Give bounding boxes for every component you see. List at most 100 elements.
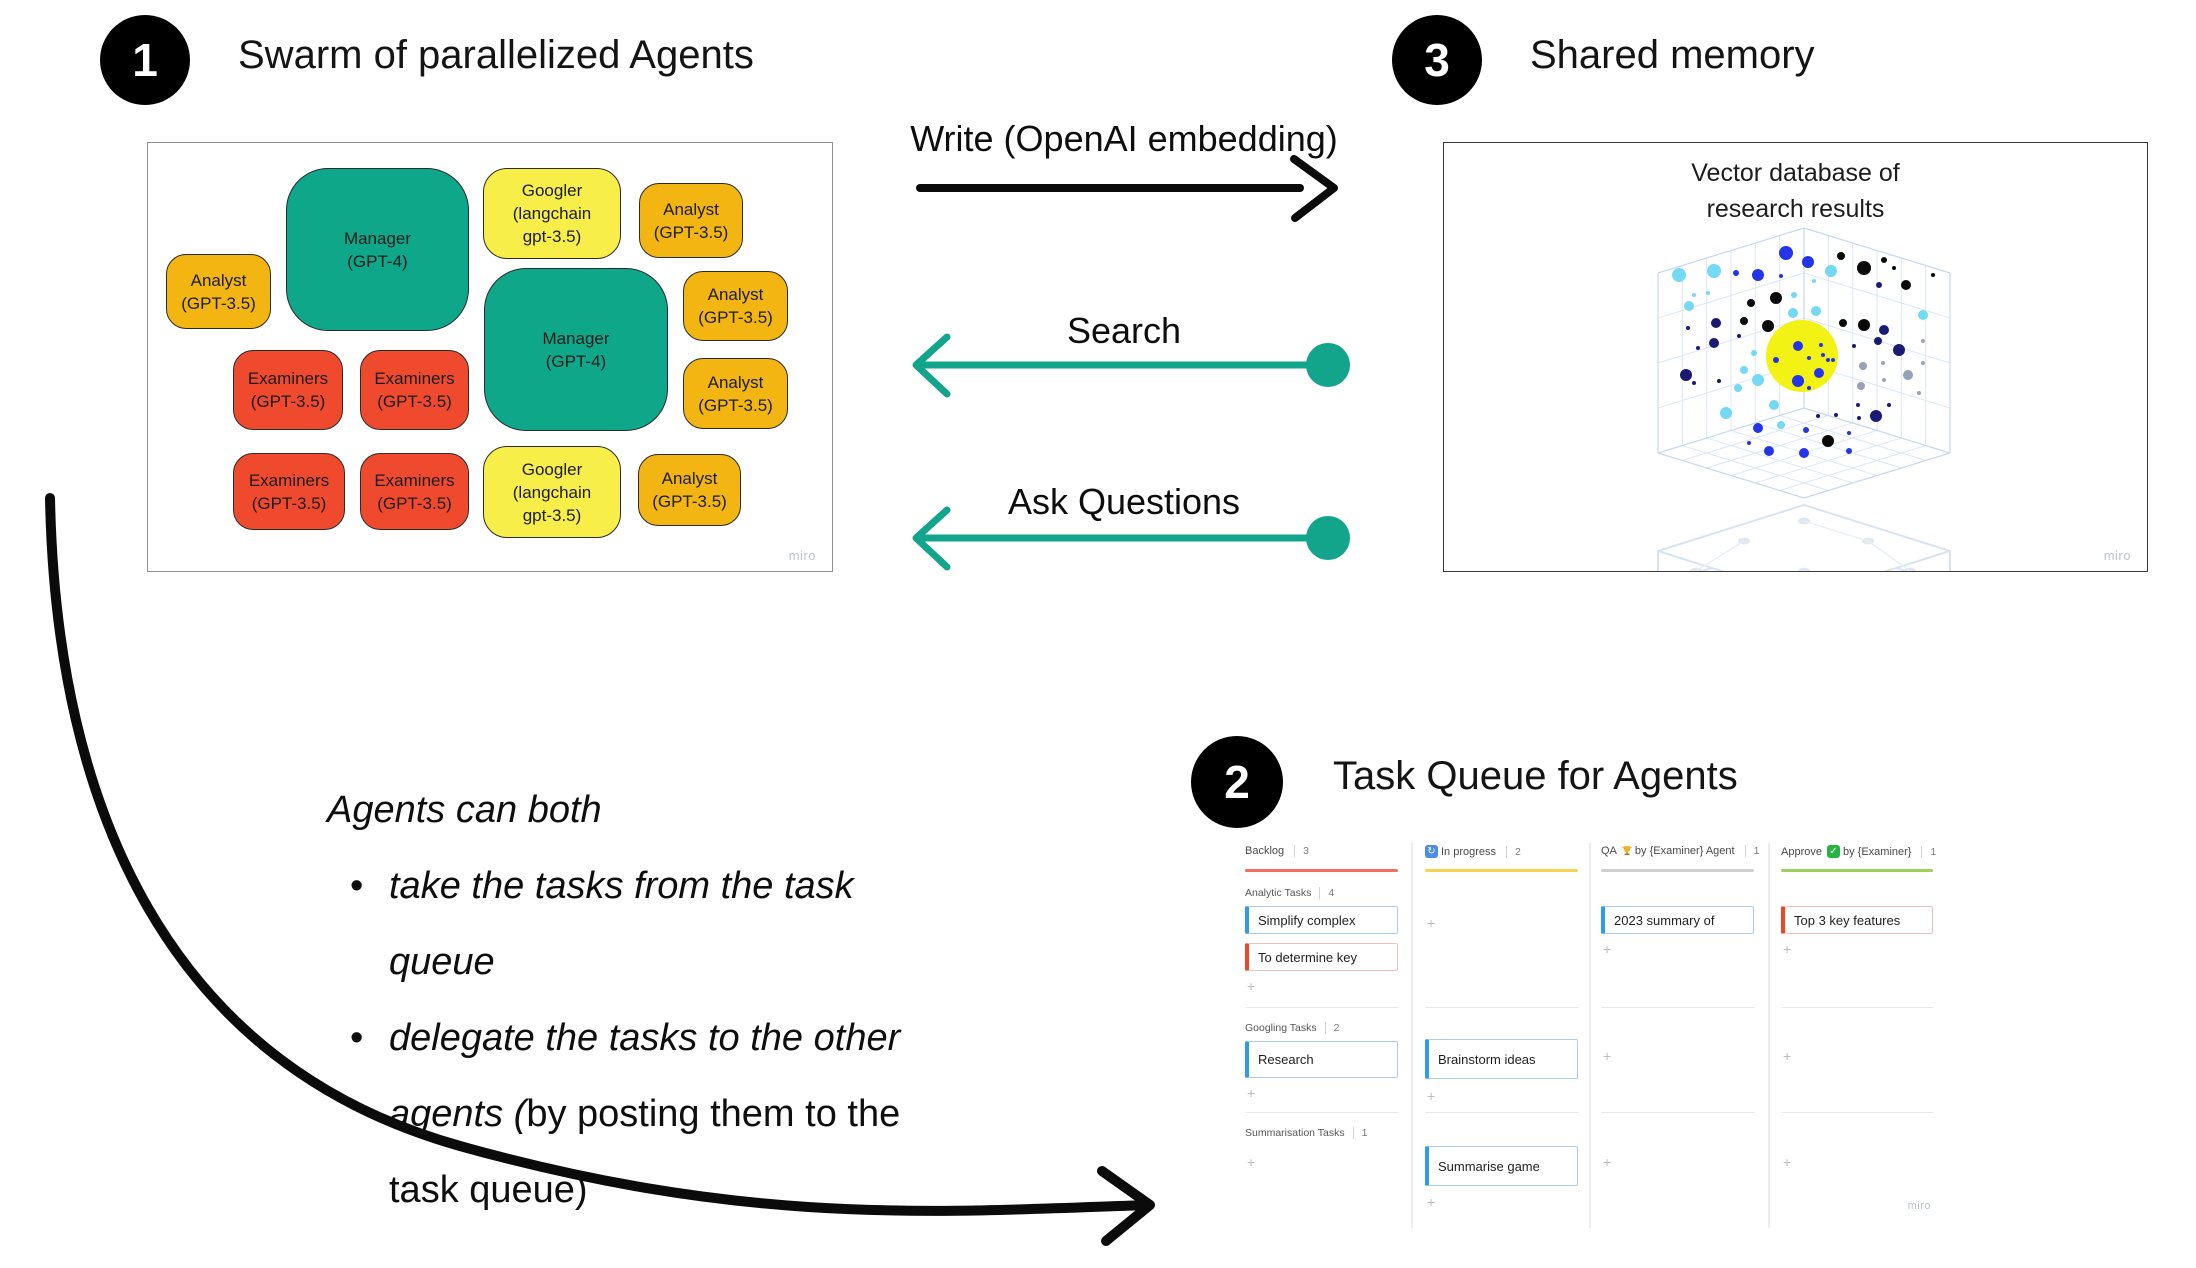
note-text-part: delegate the tasks to the other xyxy=(389,1017,901,1059)
agent-label: (langchain xyxy=(512,204,592,223)
kanban-card[interactable]: 2023 summary of xyxy=(1601,906,1754,934)
agent-shape-manager-1[interactable]: Manager(GPT-4) xyxy=(286,168,469,331)
step-3-number: 3 xyxy=(1424,34,1450,86)
memory-title-line2: research results xyxy=(1706,195,1885,223)
kanban-card[interactable]: Simplify complex xyxy=(1245,906,1398,934)
add-card-button[interactable]: + xyxy=(1427,915,1436,931)
column-title: In progress xyxy=(1441,845,1497,858)
note-line: • take the tasks from the task xyxy=(327,848,1087,924)
section-title: Analytic Tasks xyxy=(1245,887,1312,899)
bullet-dot: • xyxy=(350,865,364,907)
agent-label: (GPT-3.5) xyxy=(652,492,727,511)
add-card-button[interactable]: + xyxy=(1247,1085,1256,1101)
note-text-part: queue xyxy=(389,941,495,983)
column-title: by {Examiner} xyxy=(1842,845,1912,858)
write-arrow xyxy=(916,155,1338,222)
vector-database-visualization xyxy=(1657,227,1951,571)
column-count: 1 xyxy=(1921,845,1936,858)
swarm-title: Swarm of parallelized Agents xyxy=(238,33,754,77)
agent-shape-analyst-3[interactable]: Analyst (GPT-3.5) xyxy=(683,271,788,341)
add-card-button[interactable]: + xyxy=(1783,1154,1792,1170)
agent-label: Analyst xyxy=(707,285,764,304)
column-divider xyxy=(1411,843,1413,1228)
kanban-card[interactable]: Brainstorm ideas xyxy=(1425,1039,1578,1079)
note-text-part: agents ( xyxy=(389,1093,527,1135)
miro-watermark: miro xyxy=(788,548,816,563)
section-divider xyxy=(1245,1112,1398,1113)
add-card-button[interactable]: + xyxy=(1783,941,1792,957)
note-text-part: task queue) xyxy=(389,1169,588,1211)
agent-label: (GPT-3.5) xyxy=(377,493,452,513)
column-title: Backlog xyxy=(1245,845,1285,857)
column-count: 2 xyxy=(1506,845,1521,858)
search-arrow-label: Search xyxy=(1066,310,1182,351)
add-card-button[interactable]: + xyxy=(1427,1194,1436,1210)
section-title: Googling Tasks xyxy=(1245,1022,1317,1034)
agent-shape-examiners-3[interactable]: Examiners(GPT-3.5) xyxy=(233,453,345,530)
memory-dots xyxy=(1672,246,1935,458)
agent-label: Analyst xyxy=(663,199,719,219)
agent-shape-analyst-1[interactable]: Analyst (GPT-3.5) xyxy=(639,183,743,258)
agent-shape-analyst-5[interactable]: Analyst (GPT-3.5) xyxy=(638,454,741,526)
section-title: Summarisation Tasks xyxy=(1245,1127,1345,1139)
agent-label: (GPT-3.5) xyxy=(698,395,773,415)
agent-label: Analyst xyxy=(661,469,718,488)
section-count: 4 xyxy=(1319,887,1334,899)
add-card-button[interactable]: + xyxy=(1603,1154,1612,1170)
qa-trophy-icon xyxy=(1621,845,1633,857)
agent-shape-manager-2[interactable]: Manager (GPT-4) xyxy=(484,268,668,431)
memory-title-line1: Vector database of xyxy=(1691,159,1900,187)
kanban-card[interactable]: Research xyxy=(1245,1041,1398,1078)
agent-label: Examiners xyxy=(374,369,455,388)
note-text-part: take the tasks from the task xyxy=(389,865,854,907)
column-underline xyxy=(1245,869,1398,872)
add-card-button[interactable]: + xyxy=(1247,1154,1256,1170)
agent-shape-analyst-2[interactable]: Analyst(GPT-3.5) xyxy=(166,254,271,329)
add-card-button[interactable]: + xyxy=(1603,1048,1612,1064)
note-text-part: Agents can both xyxy=(327,789,602,831)
memory-tray xyxy=(1657,504,1951,571)
agent-label: (GPT-3.5) xyxy=(698,308,773,327)
agent-label: (GPT-4) xyxy=(545,351,607,371)
section-divider xyxy=(1425,1007,1578,1008)
add-card-button[interactable]: + xyxy=(1427,1088,1436,1104)
agent-label: Examiners xyxy=(248,470,330,490)
section-count: 2 xyxy=(1324,1022,1339,1034)
agent-label: Manager xyxy=(343,228,412,248)
kanban-column-header-approved: Approve✓by {Examiner}1 xyxy=(1781,845,1936,858)
step-1-badge: 1 xyxy=(100,15,190,105)
agent-label: (GPT-3.5) xyxy=(653,222,729,242)
step-1-number: 1 xyxy=(132,34,158,86)
shared-memory-title: Shared memory xyxy=(1530,33,1815,77)
section-divider xyxy=(1601,1007,1754,1008)
add-card-button[interactable]: + xyxy=(1247,978,1256,994)
task-section-label: Analytic Tasks 4 xyxy=(1245,887,1334,899)
agent-shape-analyst-4[interactable]: Analyst(GPT-3.5) xyxy=(683,358,788,429)
column-title: QA xyxy=(1601,845,1617,857)
step-2-badge: 2 xyxy=(1191,736,1283,828)
add-card-button[interactable]: + xyxy=(1603,941,1612,957)
kanban-card[interactable]: Summarise game xyxy=(1425,1146,1578,1186)
agent-label: Manager xyxy=(542,328,610,348)
agent-label: Googler xyxy=(521,459,583,479)
agent-shape-examiners-4[interactable]: Examiners(GPT-3.5) xyxy=(360,453,469,530)
add-card-button[interactable]: + xyxy=(1783,1048,1792,1064)
miro-watermark: miro xyxy=(2103,548,2131,563)
kanban-card[interactable]: Top 3 key features xyxy=(1781,906,1933,934)
agent-label: gpt-3.5) xyxy=(522,227,582,246)
step-2-number: 2 xyxy=(1224,756,1250,808)
agent-label: (GPT-3.5) xyxy=(250,392,326,411)
agent-shape-examiners-2[interactable]: Examiners(GPT-3.5) xyxy=(360,350,469,430)
agent-shape-examiners-1[interactable]: Examiners(GPT-3.5) xyxy=(233,350,343,430)
section-divider xyxy=(1425,1112,1578,1113)
kanban-card[interactable]: To determine key xyxy=(1245,943,1398,971)
column-divider xyxy=(1589,843,1591,1228)
